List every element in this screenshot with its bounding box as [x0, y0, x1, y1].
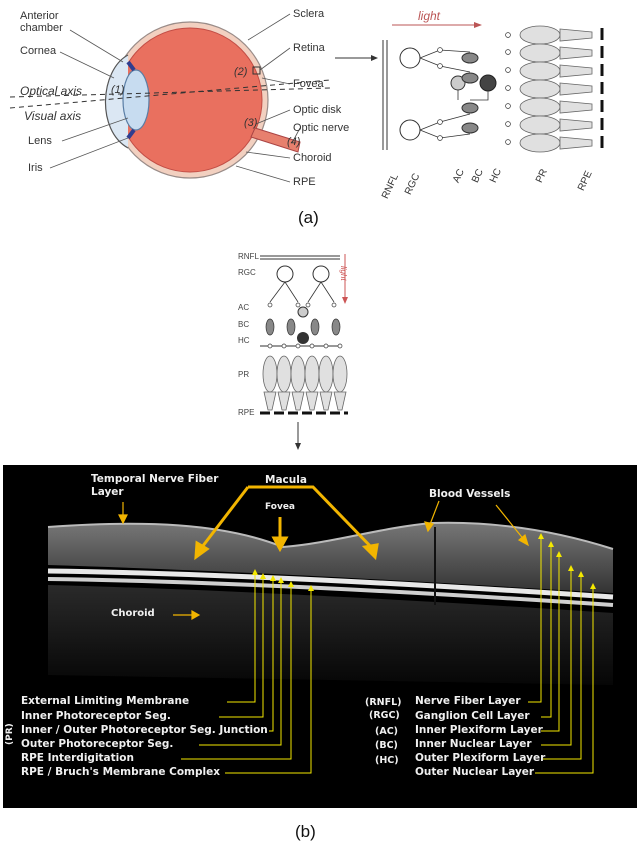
retina-schematic-vertical [260, 254, 348, 450]
right-layer-5: Outer Nuclear Layer [415, 766, 535, 778]
annotation-macula: Macula [265, 474, 307, 486]
light-label-b: light [339, 266, 348, 281]
left-layer-0: External Limiting Membrane [21, 695, 190, 707]
label-iris: Iris [28, 162, 43, 174]
annotation-temporal-nerve-fiber: Temporal Nerve Fiber Layer [91, 473, 219, 498]
caption-b: (b) [295, 822, 316, 841]
iris-shape [126, 60, 136, 140]
caption-a: (a) [298, 208, 319, 227]
oct-scan-panel: Temporal Nerve Fiber Layer Macula Fovea … [3, 465, 637, 808]
abbrev-ac: (AC) [375, 726, 399, 737]
right-layer-3: Inner Nuclear Layer [415, 738, 532, 750]
label-lens: Lens [28, 135, 52, 147]
marker-4: (4) [287, 136, 301, 148]
right-layer-1: Ganglion Cell Layer [415, 710, 530, 722]
side-label-pr: (PR) [5, 723, 15, 745]
retina-schematic [382, 22, 604, 153]
label-visual-axis: Visual axis [24, 109, 82, 123]
left-layer-4: RPE Interdigitation [21, 752, 134, 764]
label-optic-nerve: Optic nerve [293, 122, 350, 134]
annotation-choroid: Choroid [111, 608, 155, 619]
label-rpe: RPE [293, 176, 316, 188]
light-label-a: light [418, 9, 441, 23]
marker-3: (3) [244, 117, 258, 129]
right-layer-4: Outer Plexiform Layer [415, 752, 546, 764]
layer-label-bc-b: BC [238, 320, 250, 329]
fovea-box [252, 66, 261, 75]
label-anterior-chamber: Anterior chamber [20, 10, 63, 34]
optic-nerve-shape [250, 127, 301, 153]
abbrev-bc: (BC) [375, 740, 398, 751]
abbrev-hc: (HC) [375, 755, 399, 766]
label-choroid: Choroid [293, 152, 332, 164]
label-retina: Retina [293, 42, 325, 54]
eye-diagram [9, 13, 604, 183]
left-layer-2: Inner / Outer Photoreceptor Seg. Junctio… [21, 724, 268, 736]
layer-label-rgc-b: RGC [238, 268, 256, 277]
label-optic-disk: Optic disk [293, 104, 342, 116]
lens-shape [122, 69, 150, 131]
layer-label-pr-b: PR [238, 370, 250, 379]
right-layer-0: Nerve Fiber Layer [415, 695, 521, 707]
marker-1: (1) [111, 84, 125, 96]
layer-label-hc-b: HC [238, 336, 250, 345]
layer-label-rnfl-b: RNFL [238, 252, 259, 261]
label-sclera: Sclera [293, 8, 325, 20]
layer-label-rpe-b: RPE [238, 408, 255, 417]
oct-scan-image [47, 521, 614, 685]
left-layer-3: Outer Photoreceptor Seg. [21, 738, 174, 750]
layer-label-ac-b: AC [238, 303, 250, 312]
label-fovea: Fovea [293, 78, 324, 90]
marker-2: (2) [234, 66, 248, 78]
annotation-blood-vessels: Blood Vessels [429, 488, 511, 500]
label-cornea: Cornea [20, 45, 57, 57]
left-layer-5: RPE / Bruch's Membrane Complex [21, 766, 220, 778]
annotation-arrows [118, 485, 596, 774]
abbrev-rnfl: (RNFL) [365, 697, 402, 708]
left-layer-1: Inner Photoreceptor Seg. [21, 710, 171, 722]
right-layer-2: Inner Plexiform Layer [415, 724, 543, 736]
label-optical-axis: Optical axis [20, 84, 83, 98]
annotation-fovea: Fovea [265, 502, 296, 512]
cornea-shape [104, 54, 129, 149]
abbrev-rgc: (RGC) [369, 710, 400, 721]
